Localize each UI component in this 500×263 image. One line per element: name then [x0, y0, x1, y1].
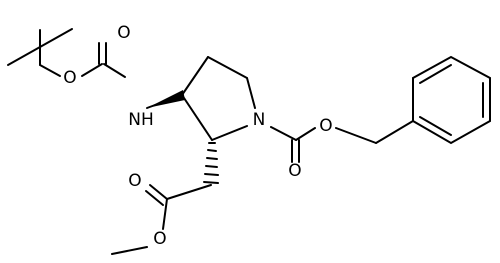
bond-ring-c2-c3 [181, 94, 213, 141]
hash-2 [207, 149, 217, 152]
phenyl-ring [412, 55, 491, 145]
phenyl-outline [412, 55, 491, 145]
wedge-bond-nh [147, 90, 185, 108]
bond-tbu-methyl-right [39, 28, 73, 48]
bond-ester-carbonyl-double-b [145, 190, 164, 206]
atom-label-cbz-carbonyl-oxygen: O [288, 161, 301, 181]
bond-benzyl-ch2-to-ring [375, 120, 414, 144]
atom-label-ring-nitrogen: N [253, 110, 266, 130]
bond-ring-c5-n [246, 77, 256, 109]
bond-ring-c3-c4 [181, 56, 209, 96]
bond-tbu-to-oxygen [39, 64, 61, 77]
phenyl-inner-double-3 [419, 116, 452, 136]
atom-label-ester-ether-oxygen: O [153, 229, 166, 249]
bond-ester-carbonyl-double-a [149, 184, 168, 200]
atom-label-ester-carbonyl-oxygen: O [128, 171, 141, 191]
phenyl-inner-double-1 [419, 64, 452, 84]
bond-cbz-carbonyl-to-ether-o [295, 127, 316, 141]
bond-boc-carbonyl-to-nh [103, 63, 126, 78]
hash-5 [204, 173, 219, 176]
bond-ring-c4-c5 [207, 56, 248, 79]
bond-ch2-to-ester-carbon [166, 184, 212, 200]
bond-ester-carbon-to-ether-o [162, 198, 168, 230]
atom-label-nh: NH [128, 110, 154, 130]
hash-3 [206, 157, 218, 160]
atom-label-cbz-ether-oxygen: O [319, 116, 332, 136]
bond-n-to-cbz-carbonyl [270, 126, 297, 141]
cbz-carbamate [270, 120, 414, 163]
bond-ring-n-c2 [211, 125, 248, 141]
bond-tbu-methyl-left [7, 46, 41, 66]
hash-6 [203, 181, 219, 184]
bond-boc-o-to-carbonyl-carbon [81, 63, 103, 77]
atom-label-boc-carbonyl-oxygen: O [117, 23, 130, 43]
bond-ether-o-to-methyl [111, 246, 148, 255]
boc-carbamate [81, 42, 185, 109]
pyrrolidine-ring [181, 56, 256, 141]
atom-label-boc-ether-oxygen: O [63, 68, 76, 88]
hash-4 [205, 165, 218, 168]
bond-ether-o-to-benzyl-ch2 [335, 127, 377, 144]
tert-butyl-group [7, 28, 73, 77]
methyl-ester-side-chain [111, 184, 212, 255]
hashed-wedge-bond [203, 142, 219, 184]
